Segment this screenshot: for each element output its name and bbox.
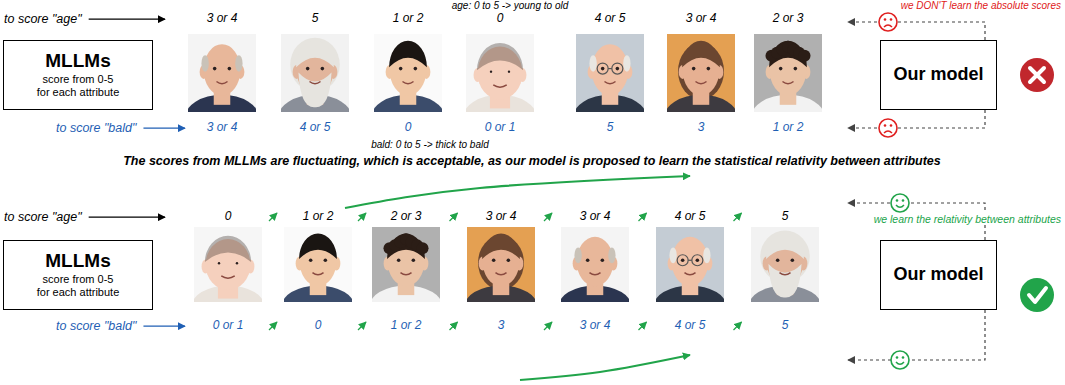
score-label: 1 or 2 <box>390 319 423 333</box>
face-photo <box>185 34 260 142</box>
box-title: MLLMs <box>45 250 110 273</box>
score-label: 3 or 4 <box>685 12 718 26</box>
axis-note: bald: 0 to 5 -> thick to bald <box>370 139 490 151</box>
box-title: MLLMs <box>45 50 110 73</box>
row-label: to score "bald" <box>55 121 137 135</box>
score-label: 4 or 5 <box>594 12 627 26</box>
score-label: 0 or 1 <box>484 121 517 135</box>
smile-icon <box>891 194 909 212</box>
model-box: Our model <box>880 40 997 110</box>
score-label: 4 or 5 <box>674 319 707 333</box>
score-label: 0 <box>496 12 505 26</box>
face-photo <box>281 227 356 331</box>
rise-arrow <box>450 213 458 221</box>
model-box: MLLMsscore from 0-5 for each attribute <box>3 40 153 110</box>
rise-arrow <box>734 213 742 221</box>
row-label: to score "bald" <box>55 319 137 333</box>
frown-icon <box>879 13 897 31</box>
model-box: Our model <box>880 240 997 310</box>
score-label: 0 or 1 <box>212 319 245 333</box>
face-photo <box>371 34 446 142</box>
callout-note: we learn the relativity between attribut… <box>873 213 1062 225</box>
box-note: score from 0-5 for each attribute <box>36 73 121 101</box>
score-label: 1 or 2 <box>772 121 805 135</box>
rise-arrow <box>358 322 366 330</box>
feedback-arrow <box>848 110 985 128</box>
score-label: 3 or 4 <box>206 12 239 26</box>
score-label: 1 or 2 <box>302 210 335 224</box>
face-photo <box>573 34 648 142</box>
trend-arrow <box>520 355 690 380</box>
smile-icon <box>891 351 909 369</box>
score-label: 0 <box>404 121 413 135</box>
score-label: 4 or 5 <box>674 210 707 224</box>
feedback-arrow <box>848 310 985 360</box>
score-label: 3 <box>497 319 506 333</box>
score-label: 3 or 4 <box>579 210 612 224</box>
face-photo <box>463 34 538 142</box>
score-label: 0 <box>314 319 323 333</box>
score-label: 3 <box>697 121 706 135</box>
score-label: 5 <box>781 210 790 224</box>
rise-arrow <box>639 213 647 221</box>
score-label: 2 or 3 <box>772 12 805 26</box>
box-title: Our model <box>893 264 983 286</box>
feedback-arrow <box>848 22 985 40</box>
callout-note: we DON'T learn the absolute scores <box>900 0 1062 12</box>
face-photo <box>653 227 728 331</box>
model-box: MLLMsscore from 0-5 for each attribute <box>3 240 153 310</box>
score-label: 3 or 4 <box>579 319 612 333</box>
score-label: 5 <box>311 12 320 26</box>
score-label: 0 <box>224 210 233 224</box>
trend-arrow <box>345 176 690 208</box>
rise-arrow <box>544 322 552 330</box>
face-photo <box>369 227 444 331</box>
face-photo <box>664 34 739 142</box>
check-icon <box>1020 278 1054 312</box>
rise-arrow <box>269 213 277 221</box>
box-note: score from 0-5 for each attribute <box>36 273 121 301</box>
face-photo <box>748 227 823 331</box>
box-title: Our model <box>893 64 983 86</box>
face-photo <box>278 34 353 142</box>
rise-arrow <box>544 213 552 221</box>
rise-arrow <box>358 213 366 221</box>
score-label: 3 or 4 <box>206 121 239 135</box>
row-arrow <box>89 217 165 218</box>
row-label: to score "age" <box>3 12 83 26</box>
score-label: 3 or 4 <box>485 210 518 224</box>
caption-note: The scores from MLLMs are fluctuating, w… <box>122 154 942 168</box>
axis-note: age: 0 to 5 -> young to old <box>451 0 569 12</box>
rise-arrow <box>269 322 277 330</box>
face-photo <box>464 227 539 331</box>
score-label: 5 <box>606 121 615 135</box>
frown-icon <box>879 119 897 137</box>
score-label: 4 or 5 <box>299 121 332 135</box>
face-photo <box>558 227 633 331</box>
score-label: 5 <box>781 319 790 333</box>
face-photo <box>191 227 266 331</box>
rise-arrow <box>734 322 742 330</box>
cross-icon <box>1020 58 1054 92</box>
row-arrow <box>143 128 185 129</box>
rise-arrow <box>450 322 458 330</box>
rise-arrow <box>639 322 647 330</box>
score-label: 1 or 2 <box>392 12 425 26</box>
row-label: to score "age" <box>3 210 83 224</box>
face-photo <box>751 34 826 142</box>
row-arrow <box>89 19 165 20</box>
score-label: 2 or 3 <box>390 210 423 224</box>
row-arrow <box>143 326 185 327</box>
